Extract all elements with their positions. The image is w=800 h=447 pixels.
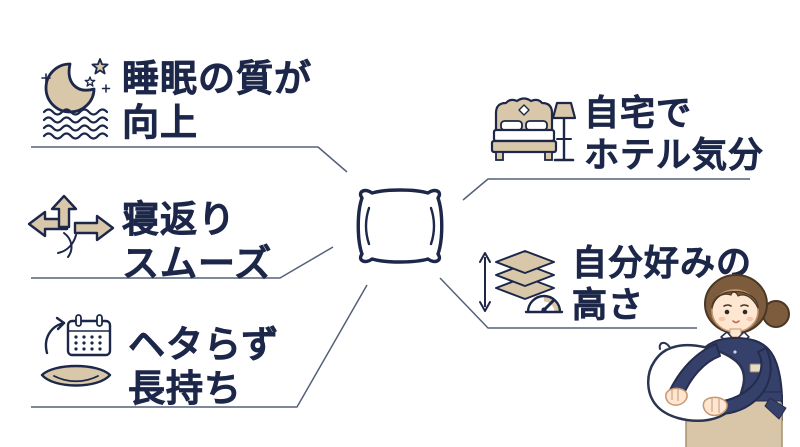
benefit-sleep-quality-line1: 睡眠の質が xyxy=(122,57,312,101)
left-hand xyxy=(665,387,688,406)
apron-tie xyxy=(764,397,787,420)
right-hand xyxy=(702,396,728,417)
benefit-hotel-feel-line2: ホテル気分 xyxy=(584,136,765,177)
calendar-flat-pillow-icon xyxy=(40,314,112,387)
moon-stars-waves-icon xyxy=(41,58,111,140)
connector-turnover xyxy=(31,246,334,279)
benefit-hotel-feel-line1: 自宅で xyxy=(584,94,693,135)
bangs xyxy=(711,290,759,309)
connector-hotel-feel xyxy=(462,178,750,201)
benefit-turnover: 寝返り スムーズ xyxy=(122,198,272,286)
benefit-durability: ヘタらず 長持ち xyxy=(128,323,279,411)
connector-durability xyxy=(31,284,368,408)
multidirectional-arrows-icon xyxy=(27,194,115,258)
benefit-durability-line1: ヘタらず xyxy=(128,323,280,367)
pillow-icon xyxy=(356,188,444,264)
stacked-layers-gauge-icon xyxy=(479,250,564,314)
bed-lamp-icon xyxy=(490,97,577,162)
connector-sleep-quality xyxy=(31,146,348,173)
connector-custom-height xyxy=(439,277,697,329)
benefit-sleep-quality: 睡眠の質が 向上 xyxy=(122,57,312,145)
benefit-turnover-line1: 寝返り xyxy=(122,198,236,242)
benefit-hotel-feel: 自宅で ホテル気分 xyxy=(584,93,764,177)
housekeeper-illustration xyxy=(647,274,790,447)
benefit-sleep-quality-line2: 向上 xyxy=(122,101,198,145)
benefit-custom-height-line2: 高さ xyxy=(572,286,645,327)
benefit-turnover-line2: スムーズ xyxy=(122,242,273,286)
benefit-durability-line2: 長持ち xyxy=(128,367,242,411)
